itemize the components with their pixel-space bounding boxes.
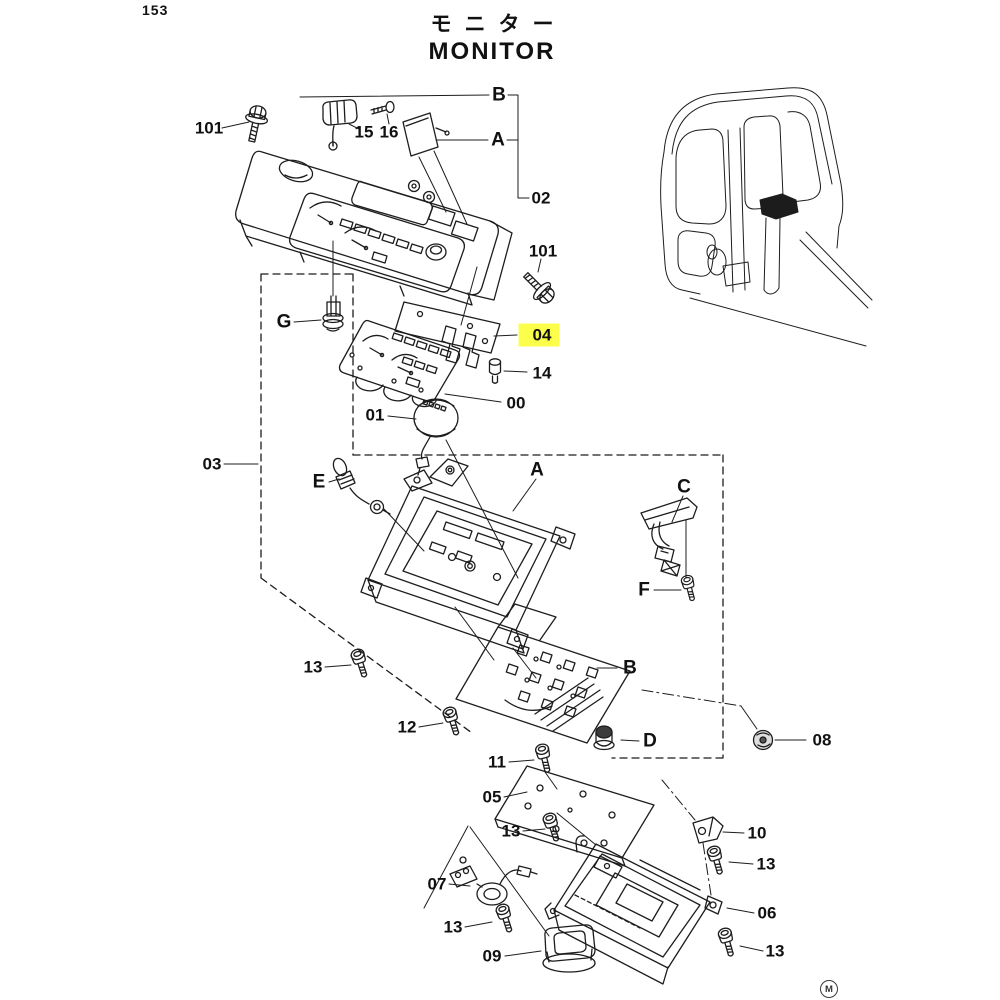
callout-01-11[interactable]: 01 (365, 405, 385, 425)
part-101-bolt-left (240, 103, 271, 145)
callout-03-12[interactable]: 03 (202, 454, 222, 474)
callout-A-4[interactable]: A (491, 129, 505, 151)
callout-E-13[interactable]: E (312, 471, 326, 493)
callout-14-9[interactable]: 14 (532, 363, 552, 383)
part-13-screw-2 (541, 810, 564, 844)
part-13-screw-5 (716, 926, 739, 959)
callout-13-29[interactable]: 13 (443, 917, 463, 937)
callout-08-21[interactable]: 08 (812, 730, 832, 750)
page-number: 153 (142, 2, 169, 18)
part-09-boot (542, 924, 596, 973)
assembly-lines (383, 150, 758, 937)
part-12-screw (441, 704, 464, 738)
trademark-circle-m: M (820, 980, 838, 998)
callout-101-6[interactable]: 101 (528, 241, 558, 261)
part-13-screw-3 (705, 844, 728, 877)
part-cover-door-a (402, 112, 450, 157)
callout-B-18[interactable]: B (623, 657, 637, 679)
callout-05-23[interactable]: 05 (482, 787, 502, 807)
part-g-bulb (322, 295, 344, 332)
part-e-bulb (332, 457, 391, 515)
part-a-housing (360, 458, 576, 654)
part-07-buzzer (449, 856, 538, 906)
callout-15-1[interactable]: 15 (354, 122, 374, 142)
part-14-plug (488, 358, 502, 384)
callout-13-17[interactable]: 13 (303, 657, 323, 677)
part-c-harness (640, 497, 698, 577)
callout-06-28[interactable]: 06 (757, 903, 777, 923)
group-box-lower-assembly (352, 454, 724, 759)
callout-04-8[interactable]: 04 (518, 323, 560, 347)
page-title-english: MONITOR (428, 38, 556, 65)
callout-13-26[interactable]: 13 (756, 854, 776, 874)
callout-11-22[interactable]: 11 (488, 752, 506, 772)
callout-09-30[interactable]: 09 (482, 946, 502, 966)
part-05-plate (494, 765, 655, 867)
group-box-03 (260, 273, 473, 734)
part-00-gauge-panel (338, 319, 461, 408)
part-b-plate (455, 603, 631, 744)
part-10-clip (692, 816, 724, 844)
callout-00-10[interactable]: 00 (506, 393, 526, 413)
part-02-monitor-cover (235, 140, 513, 306)
callout-G-7[interactable]: G (276, 311, 292, 333)
callout-16-2[interactable]: 16 (379, 122, 399, 142)
callout-F-16[interactable]: F (638, 579, 650, 601)
part-13-screw-4 (494, 901, 517, 935)
callout-D-20[interactable]: D (643, 730, 657, 752)
cab-location-illustration (660, 87, 873, 347)
part-d-grommet (593, 725, 615, 751)
alignment-dash-lines (641, 689, 742, 896)
callout-13-31[interactable]: 13 (765, 941, 785, 961)
callout-07-27[interactable]: 07 (427, 874, 447, 894)
callout-12-19[interactable]: 12 (397, 717, 417, 737)
callout-A-14[interactable]: A (530, 459, 544, 481)
callout-13-24[interactable]: 13 (501, 821, 521, 841)
callout-B-3[interactable]: B (492, 84, 506, 106)
callout-101-0[interactable]: 101 (194, 118, 224, 138)
part-13-screw-1 (349, 646, 372, 680)
part-101-bolt-right (517, 266, 560, 309)
part-15-cap (322, 99, 358, 147)
callout-10-25[interactable]: 10 (747, 823, 767, 843)
callout-02-5[interactable]: 02 (531, 188, 551, 208)
part-16-screw (370, 100, 395, 115)
part-f-screw (679, 573, 699, 603)
page-title-japanese: モニター (430, 13, 567, 36)
part-08-grommet (752, 729, 774, 751)
leader-lines (221, 94, 807, 957)
part-06-tray (544, 835, 723, 985)
part-01-gauge (413, 398, 459, 476)
callout-C-15[interactable]: C (677, 476, 691, 498)
